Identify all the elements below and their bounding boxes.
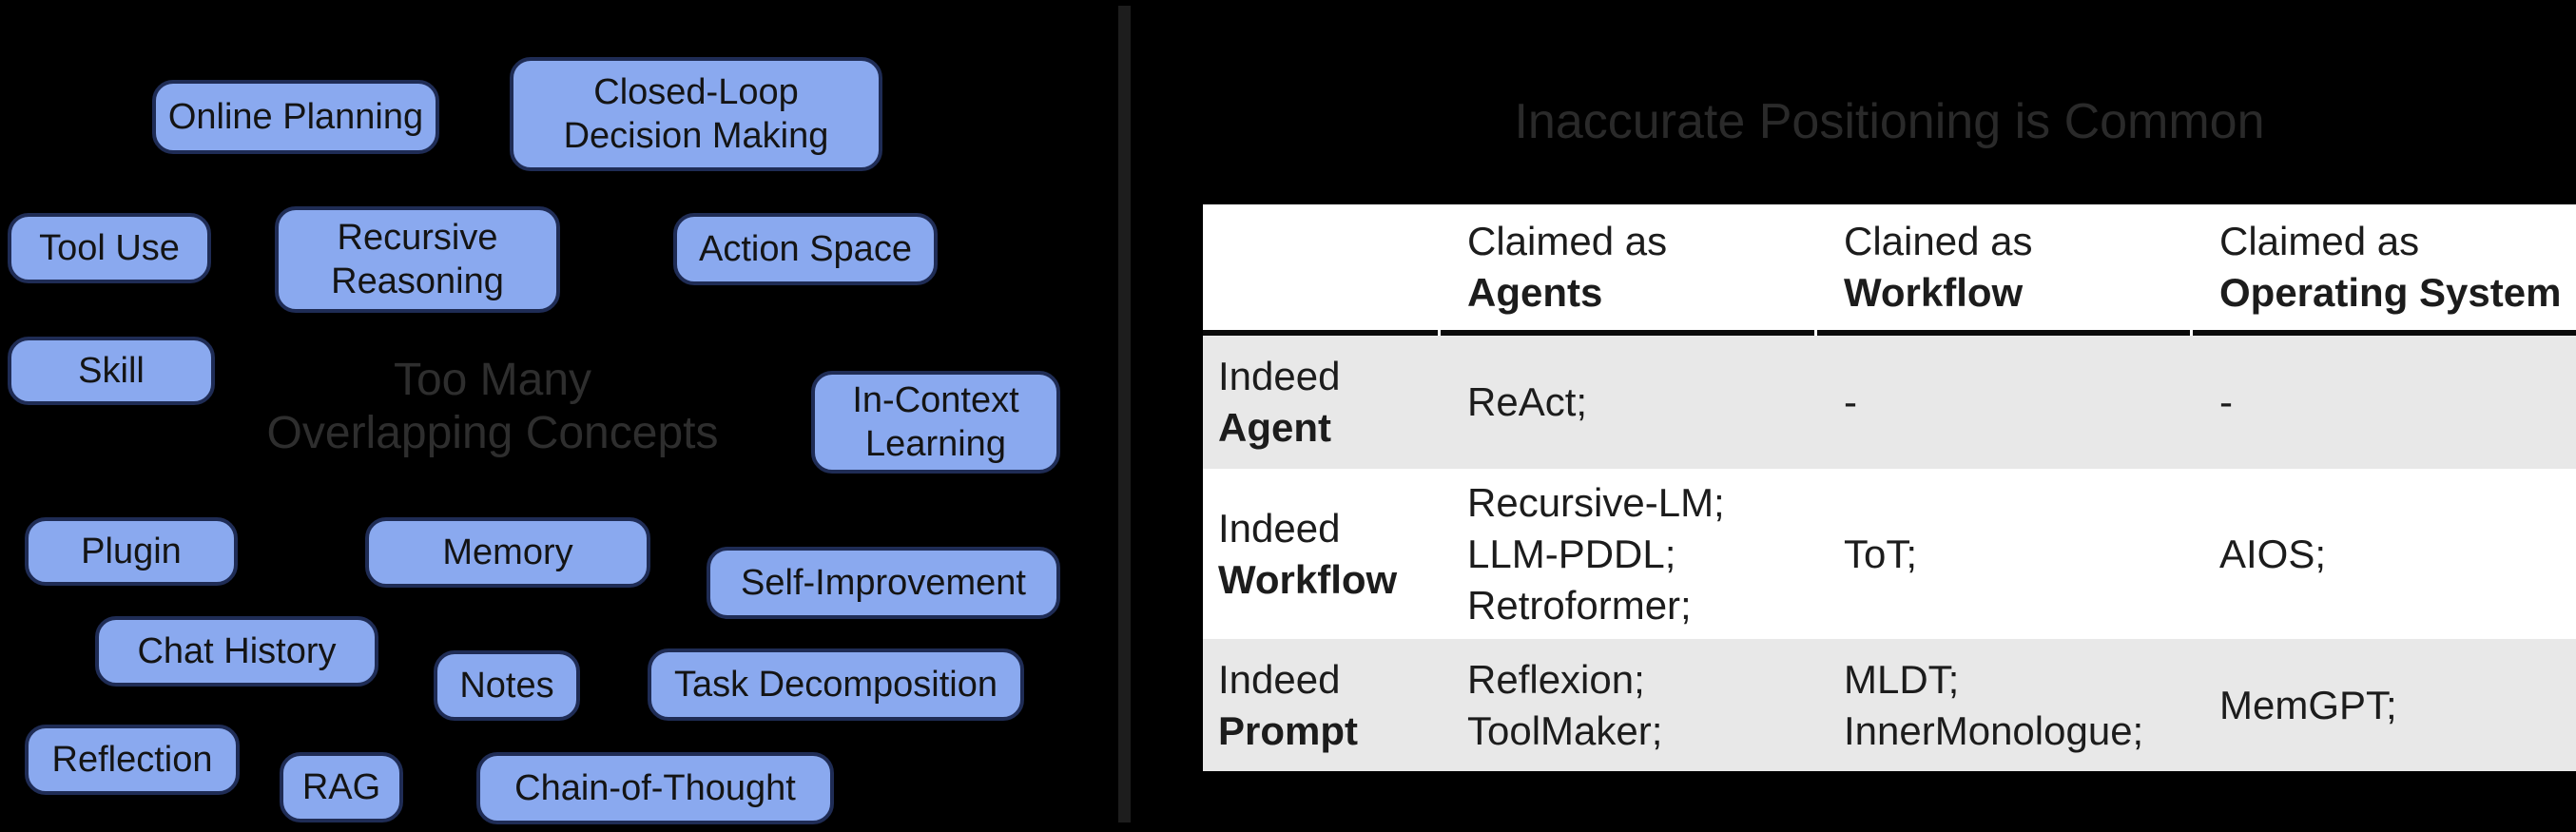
header-clained-as-workflow: Clained as Workflow [1817, 204, 2193, 330]
overlap-caption: Too Many Overlapping Concepts [266, 355, 719, 458]
cell-agents: Recursive-LM; LLM-PDDL; Retroformer; [1467, 479, 1725, 628]
concept-box-chain-of-thought: Chain-of-Thought [476, 752, 834, 824]
cell-agents: ReAct; [1467, 379, 1588, 424]
header-line1: Claimed as [1467, 219, 1668, 263]
concept-box-tool-use: Tool Use [8, 213, 211, 283]
concept-box-closed-loop-decision-making: Closed-Loop Decision Making [510, 57, 882, 171]
cell-agents: Reflexion; ToolMaker; [1467, 656, 1663, 753]
concept-box-plugin: Plugin [25, 517, 238, 586]
concept-box-self-improvement: Self-Improvement [707, 547, 1060, 619]
header-line2: Agents [1467, 270, 1603, 315]
concept-box-reflection: Reflection [25, 725, 240, 795]
concept-box-recursive-reasoning: Recursive Reasoning [275, 206, 560, 313]
header-claimed-as-agents: Claimed as Agents [1441, 204, 1817, 330]
cell-workflow: ToT; [1844, 531, 1918, 576]
header-line1: Claimed as [2219, 219, 2420, 263]
row-label: Indeed Prompt [1218, 656, 1358, 753]
row-label: Indeed Agent [1218, 354, 1341, 450]
table-row-indeed-prompt: Indeed Prompt Reflexion; ToolMaker; MLDT… [1203, 639, 2576, 771]
table-row-indeed-agent: Indeed Agent ReAct; - - [1203, 336, 2576, 469]
cell-os: MemGPT; [2219, 682, 2397, 727]
concept-box-memory: Memory [365, 517, 650, 588]
header-line2: Workflow [1844, 270, 2024, 315]
table-header-row: Claimed as Agents Clained as Workflow Cl… [1203, 204, 2576, 330]
concept-box-rag: RAG [280, 752, 403, 822]
cell-os: - [2219, 379, 2233, 424]
header-line1: Clained as [1844, 219, 2033, 263]
concept-box-notes: Notes [434, 650, 580, 721]
header-line2: Operating System [2219, 270, 2562, 315]
concept-box-chat-history: Chat History [95, 616, 378, 687]
concept-box-task-decomposition: Task Decomposition [648, 648, 1024, 721]
panel-divider [1118, 6, 1131, 822]
concept-box-action-space: Action Space [673, 213, 938, 285]
row-label: Indeed Workflow [1218, 505, 1398, 602]
cell-os: AIOS; [2219, 531, 2327, 576]
cell-workflow: - [1844, 379, 1857, 424]
header-empty [1203, 204, 1441, 330]
cell-workflow: MLDT; InnerMonologue; [1844, 656, 2144, 753]
concept-box-skill: Skill [8, 337, 215, 405]
header-rule [1203, 330, 2576, 336]
positioning-table: Claimed as Agents Clained as Workflow Cl… [1203, 204, 2576, 771]
table-row-indeed-workflow: Indeed Workflow Recursive-LM; LLM-PDDL; … [1203, 469, 2576, 639]
concept-box-in-context-learning: In-Context Learning [811, 371, 1060, 474]
header-claimed-as-operating-system: Claimed as Operating System [2193, 204, 2576, 330]
panel-title: Inaccurate Positioning is Common [1514, 94, 2265, 149]
concept-box-online-planning: Online Planning [152, 80, 439, 154]
